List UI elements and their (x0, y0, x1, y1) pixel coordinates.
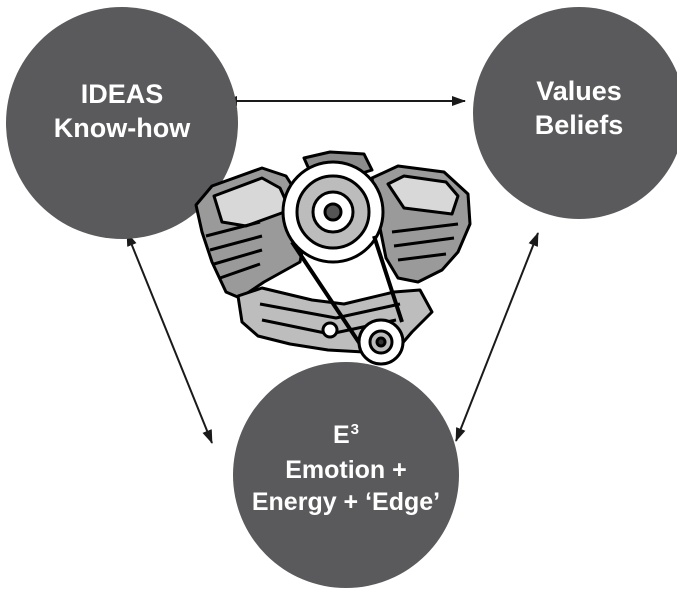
node-values-line2: Beliefs (534, 110, 624, 140)
node-e3-heading: E3 (333, 420, 359, 451)
node-e3-line3: Energy + ‘Edge’ (251, 487, 441, 516)
node-e3-superscript: 3 (350, 420, 360, 438)
node-ideas-line2: Know-how (53, 113, 191, 143)
node-e3-line2: Emotion + (285, 456, 407, 485)
node-values: Values Beliefs (473, 7, 677, 219)
node-e3-base: E (332, 421, 350, 450)
arrow-ideas-e3 (126, 232, 213, 444)
node-e3: E3 Emotion + Energy + ‘Edge’ (233, 362, 459, 588)
node-ideas-line1: IDEAS (80, 79, 164, 110)
node-values-line1: Values (536, 76, 622, 107)
arrow-values-e3 (455, 232, 539, 442)
